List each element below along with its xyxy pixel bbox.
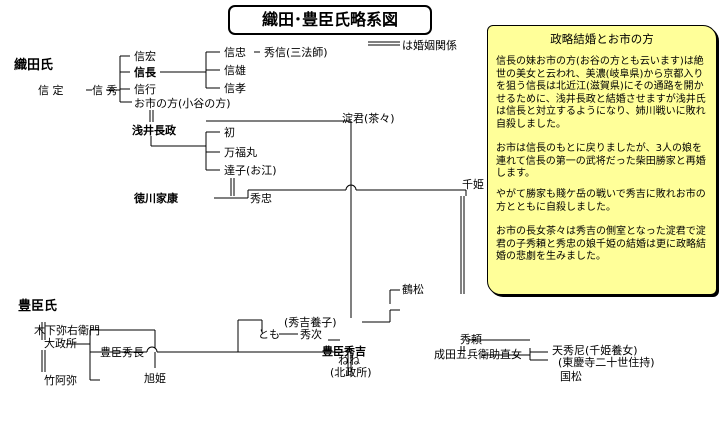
note-paragraph-4: お市の長女茶々は秀吉の側室となった淀君で淀君の子秀頼と秀忠の娘千姫の結婚は更に政…	[496, 226, 706, 262]
person-nobukatsu: 信雄	[224, 64, 246, 77]
person-chikuami: 竹阿弥	[44, 374, 77, 387]
toyotomi-lines	[41, 289, 548, 381]
person-nobuhide: 信 秀	[92, 84, 118, 97]
person-naritanao: 成田五兵衛助直女	[434, 348, 522, 361]
person-nobuyuki: 信行	[134, 83, 156, 96]
tokugawa-lines	[214, 178, 467, 294]
oda-clan-label: 織田氏	[14, 58, 54, 73]
person-asahihime: 旭姫	[144, 372, 166, 385]
person-oichi: お市の方(小谷の方)	[134, 97, 231, 110]
person-kunimatsu: 国松	[560, 370, 582, 383]
person-nene: ねね	[338, 354, 360, 367]
person-hideyoshi: 豊臣秀吉	[322, 345, 366, 358]
person-hidetada: 秀忠	[250, 192, 272, 205]
person-tsurumatsu: 鶴松	[402, 283, 424, 296]
person-tokeiji: (東慶寺二十世住持)	[558, 356, 655, 369]
person-ieyasu: 徳川家康	[134, 192, 178, 205]
legend-marriage-label: は婚姻関係	[402, 39, 457, 52]
note-box: 政略結婚とお市の方 信長の妹お市の方(お谷の方とも云います)は絶世の美女と云われ…	[487, 25, 717, 295]
chart-title: 織田･豊臣氏略系図	[228, 5, 432, 35]
oichi-azai-marriage	[149, 110, 154, 122]
person-hidetsugu-note: (秀吉養子)	[284, 316, 337, 329]
person-kinoshita: 木下弥右衛門	[34, 324, 100, 337]
note-paragraph-2: お市は信長のもとに戻りましたが、3人の娘を連れて信長の第一の武将だった柴田勝家と…	[496, 143, 706, 179]
person-tatsuko: 達子(お江)	[224, 164, 277, 177]
toyotomi-clan-label: 豊臣氏	[18, 299, 58, 314]
person-nobutada: 信忠	[224, 46, 246, 59]
note-title: 政略結婚とお市の方	[550, 32, 654, 46]
person-senhime: 千姫	[462, 178, 484, 191]
person-hidenobu: 秀信(三法師)	[264, 46, 328, 59]
person-yodo: 淀君(茶々)	[342, 112, 395, 125]
legend-marriage-symbol	[368, 41, 400, 46]
person-nobutaka: 信孝	[224, 82, 246, 95]
person-nobusada: 信 定	[38, 84, 64, 97]
oda-lines	[86, 51, 260, 103]
person-manpukumaru: 万福丸	[224, 146, 257, 159]
person-nobuhiro: 信宏	[134, 50, 156, 63]
person-hideyori: 秀頼	[460, 333, 482, 346]
azai-lines	[150, 120, 352, 318]
note-paragraph-3: やがて勝家も賤ケ岳の戦いで秀吉に敗れお市の方とともに自殺しました。	[496, 189, 706, 213]
person-omandokoro: 大政所	[44, 337, 77, 350]
person-hatsu: 初	[224, 126, 235, 139]
person-tomo: とも	[258, 328, 280, 341]
note-paragraph-1: 信長の妹お市の方(お谷の方とも云います)は絶世の美女と云われ、美濃(岐阜県)から…	[496, 56, 706, 130]
person-hidenaga: 豊臣秀長	[100, 346, 144, 359]
person-hidetsugu: 秀次	[300, 328, 322, 341]
person-kitanomandokoro: (北政所)	[330, 366, 372, 379]
person-tenshuni: 天秀尼(千姫養女)	[552, 344, 638, 357]
person-nobunaga: 信長	[134, 66, 156, 79]
person-nagamasa: 浅井長政	[132, 124, 176, 137]
